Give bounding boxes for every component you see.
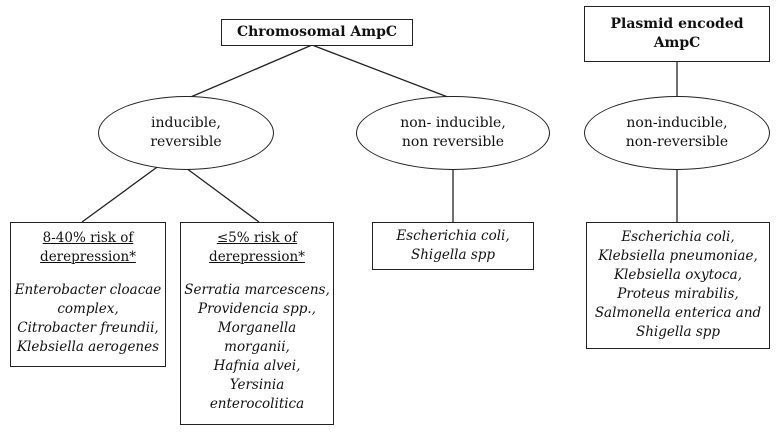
plasmid-state-line2: non-reversible bbox=[625, 134, 729, 150]
organism-name: Serratia marcescens, bbox=[184, 282, 330, 298]
high-risk-line1: 8-40% risk of bbox=[42, 230, 134, 246]
inducible-ellipse: inducible, reversible bbox=[98, 96, 274, 170]
chromosomal-ampc-title: Chromosomal AmpC bbox=[236, 24, 398, 40]
organism-name: Escherichia coli, bbox=[621, 229, 735, 245]
noninducible-line1: non- inducible, bbox=[400, 115, 506, 131]
low-risk-line1: ≤5% risk of bbox=[216, 230, 298, 246]
noninducible-organisms-box: Escherichia coli, Shigella spp bbox=[372, 222, 534, 270]
low-risk-box: ≤5% risk of derepression* Serratia marce… bbox=[180, 222, 334, 425]
connector-inducible-to-high-risk bbox=[81, 164, 161, 223]
organism-name: Providencia spp., bbox=[198, 301, 316, 317]
organism-name: Klebsiella oxytoca, bbox=[613, 267, 743, 283]
organism-name: Escherichia coli, bbox=[396, 228, 510, 244]
plasmid-ampc-title-line1: Plasmid encoded bbox=[610, 16, 744, 32]
organism-name: morganii, bbox=[224, 339, 290, 355]
organism-name: Proteus mirabilis, bbox=[617, 286, 739, 302]
connector-inducible-to-low-risk bbox=[185, 167, 260, 223]
organism-name: enterocolitica bbox=[209, 396, 305, 412]
organism-name: Shigella spp bbox=[410, 247, 496, 263]
organism-name: Morganella bbox=[217, 320, 297, 336]
inducible-line2: reversible bbox=[150, 134, 222, 150]
noninducible-line2: non reversible bbox=[401, 134, 505, 150]
high-risk-box: 8-40% risk of derepression* Enterobacter… bbox=[10, 222, 166, 367]
plasmid-ampc-box: Plasmid encoded AmpC bbox=[584, 6, 770, 62]
chromosomal-ampc-box: Chromosomal AmpC bbox=[221, 19, 413, 46]
organism-name: Citrobacter freundii, bbox=[17, 320, 159, 336]
organism-name: Yersinia bbox=[229, 377, 285, 393]
plasmid-ampc-title-line2: AmpC bbox=[653, 35, 701, 51]
plasmid-state-ellipse: non-inducible, non-reversible bbox=[584, 96, 770, 170]
organism-name: Salmonella enterica and bbox=[594, 305, 762, 321]
inducible-line1: inducible, bbox=[151, 115, 221, 131]
low-risk-line2: derepression* bbox=[209, 249, 305, 265]
organism-name: Klebsiella aerogenes bbox=[16, 339, 160, 355]
plasmid-organisms-box: Escherichia coli, Klebsiella pneumoniae,… bbox=[586, 222, 770, 349]
connector-chromosomal-to-noninducible bbox=[311, 44, 454, 100]
connector-chromosomal-to-inducible bbox=[185, 44, 313, 100]
organism-name: Enterobacter cloacae bbox=[14, 282, 162, 298]
organism-name: Hafnia alvei, bbox=[213, 358, 301, 374]
organism-name: complex, bbox=[57, 301, 119, 317]
organism-name: Klebsiella pneumoniae, bbox=[598, 248, 758, 264]
organism-name: Shigella spp bbox=[635, 324, 721, 340]
noninducible-ellipse: non- inducible, non reversible bbox=[356, 96, 550, 170]
high-risk-line2: derepression* bbox=[40, 249, 136, 265]
plasmid-state-line1: non-inducible, bbox=[626, 115, 728, 131]
